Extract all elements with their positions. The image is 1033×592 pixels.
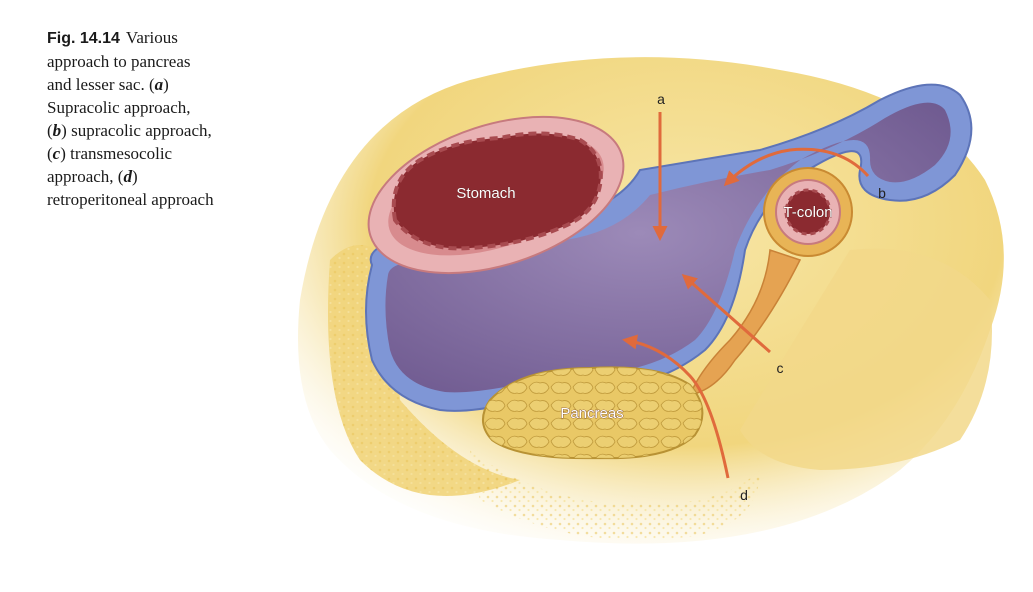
pancreas: Pancreas [483,367,702,458]
transverse-colon: T-colon [764,168,852,256]
tcolon-label: T-colon [783,204,832,221]
arrow-label-a: a [657,91,665,107]
pancreas-label: Pancreas [560,405,623,422]
arrow-label-b: b [878,185,886,201]
stomach-label: Stomach [456,185,515,202]
arrow-label-c: c [777,360,784,376]
arrow-label-d: d [740,487,748,503]
